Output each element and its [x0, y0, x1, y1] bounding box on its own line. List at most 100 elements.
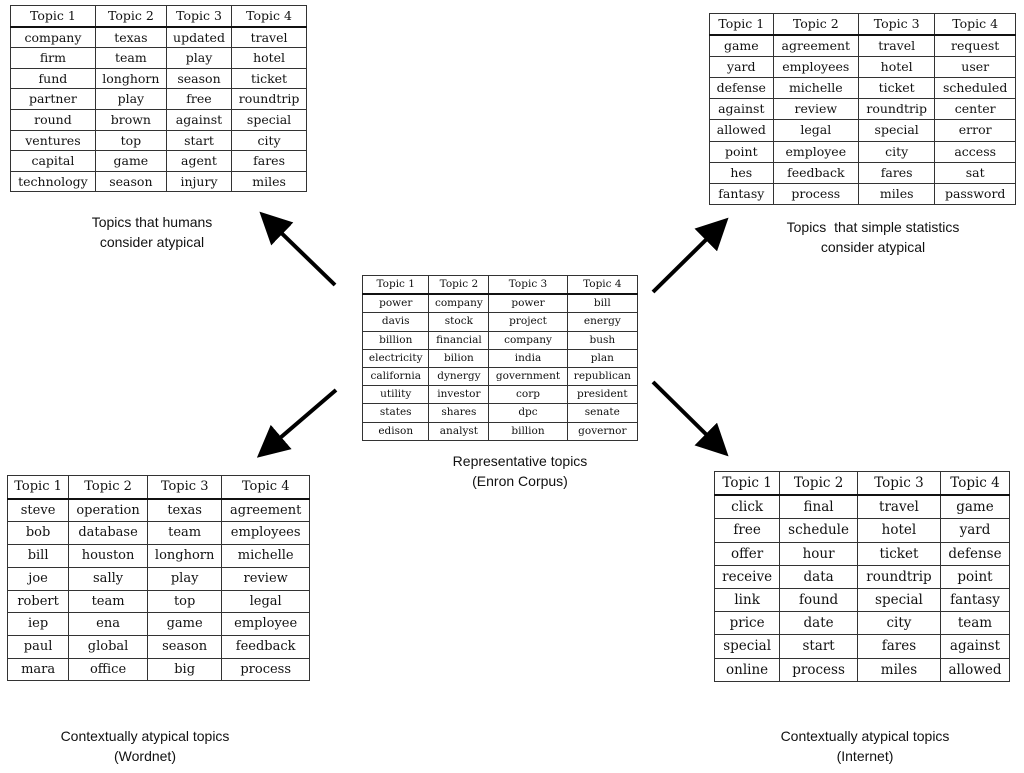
- table-cell: start: [165, 129, 233, 152]
- table-cell: round: [10, 108, 96, 131]
- column-header: Topic 4: [231, 4, 307, 28]
- table-cell: yard: [709, 56, 774, 79]
- table-cell: bush: [566, 330, 639, 350]
- table-cell: password: [934, 182, 1016, 205]
- table-cell: fantasy: [939, 588, 1011, 613]
- table-cell: hour: [779, 541, 858, 566]
- table-cell: hes: [709, 161, 774, 184]
- table-cell: team: [94, 47, 167, 69]
- table-cell: against: [165, 108, 233, 131]
- column-header: Topic 3: [857, 13, 936, 37]
- table-cell: operation: [68, 498, 148, 523]
- table-cell: legal: [772, 119, 859, 142]
- table-cell: final: [779, 494, 858, 520]
- caption-line: Representative topics: [452, 453, 588, 469]
- arrow-to-bottom-right: [651, 380, 729, 457]
- table-cell: bill: [566, 293, 639, 314]
- table-cell: city: [856, 611, 941, 636]
- table-cell: online: [713, 657, 781, 682]
- table-cell: review: [772, 98, 859, 121]
- column-header: Topic 1: [713, 471, 781, 497]
- table-cell: power: [488, 293, 568, 314]
- table-cell: partner: [10, 88, 96, 110]
- table-cell: hotel: [857, 56, 936, 79]
- table-cell: texas: [146, 498, 223, 523]
- table-cell: dpc: [488, 403, 568, 423]
- column-header: Topic 2: [772, 13, 859, 37]
- table-cell: fares: [231, 150, 307, 172]
- caption-line: Topics that simple statistics: [786, 219, 960, 235]
- table-cell: ena: [68, 612, 148, 636]
- table-cell: season: [165, 67, 233, 90]
- table-cell: india: [488, 348, 568, 369]
- table-cell: bilion: [428, 348, 490, 369]
- table-cell: billion: [488, 421, 568, 441]
- table-cell: against: [709, 98, 774, 121]
- table-cell: analyst: [428, 421, 490, 441]
- table-cell: city: [231, 129, 307, 152]
- table-cell: error: [934, 119, 1016, 142]
- table-cell: employee: [221, 612, 310, 636]
- table-cell: data: [779, 564, 858, 590]
- table-cell: offer: [713, 541, 781, 566]
- table-cell: date: [779, 611, 858, 636]
- table-cell: bill: [6, 544, 70, 568]
- table-cell: michelle: [772, 77, 859, 100]
- table-cell: against: [939, 634, 1011, 659]
- table-cell: fares: [857, 161, 936, 184]
- caption-line: consider atypical: [820, 239, 926, 255]
- table-cell: price: [713, 611, 781, 636]
- column-header: Topic 3: [856, 471, 941, 497]
- caption-line: Contextually atypical topics: [780, 728, 950, 744]
- table-cell: feedback: [772, 161, 859, 184]
- table-cell: yard: [939, 518, 1011, 543]
- table-cell: database: [68, 521, 148, 546]
- table-cell: game: [939, 494, 1011, 520]
- column-header: Topic 1: [709, 13, 774, 37]
- table-cell: miles: [856, 657, 941, 682]
- caption-line: Topics that humans: [91, 214, 213, 230]
- caption-line: consider atypical: [99, 234, 205, 250]
- table-cell: governor: [566, 421, 639, 441]
- table-cell: team: [146, 521, 223, 546]
- table-cell: game: [146, 612, 223, 636]
- table-cell: allowed: [709, 119, 774, 142]
- table-cell: defense: [709, 77, 774, 100]
- table-cell: fund: [10, 67, 96, 90]
- column-header: Topic 4: [221, 474, 310, 500]
- table-cell: special: [231, 108, 307, 131]
- table-cell: receive: [713, 564, 781, 590]
- table-cell: hotel: [231, 47, 307, 69]
- table-cell: technology: [10, 170, 96, 193]
- table-cell: electricity: [361, 348, 430, 369]
- table-cell: employees: [221, 521, 310, 546]
- table-cell: joe: [6, 566, 70, 591]
- column-header: Topic 4: [939, 471, 1011, 497]
- column-header: Topic 2: [94, 4, 167, 28]
- table-cell: edison: [361, 421, 430, 441]
- caption-line: (Internet): [836, 748, 894, 764]
- table-cell: stock: [428, 312, 490, 332]
- table-cell: employees: [772, 56, 859, 79]
